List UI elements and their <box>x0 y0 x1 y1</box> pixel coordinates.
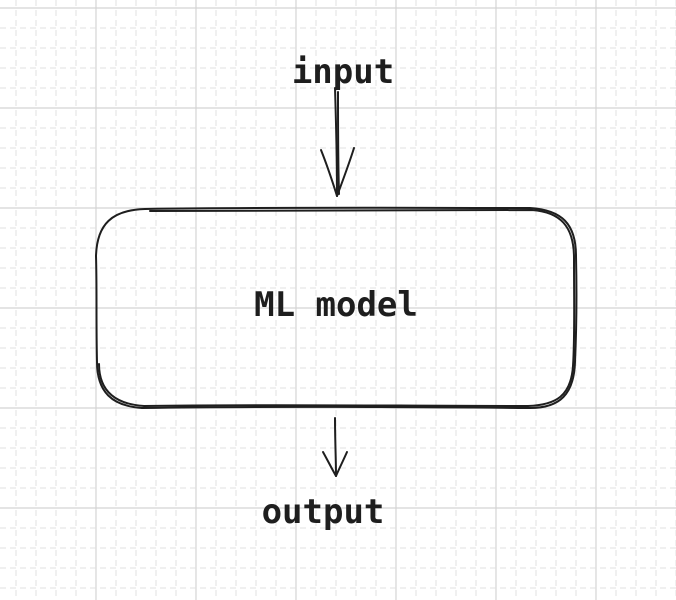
input-arrow[interactable] <box>320 87 355 197</box>
input-arrow-shaft <box>334 87 338 197</box>
output-arrow[interactable] <box>322 417 348 477</box>
input-arrow-head-left <box>320 149 338 197</box>
output-arrow-head-left <box>322 451 337 477</box>
input-arrow-shaft-sketch <box>337 91 340 195</box>
output-arrow-shaft <box>334 417 337 477</box>
ml-model-box-outline-sketch <box>98 209 576 407</box>
output-label[interactable]: output <box>262 492 385 532</box>
input-arrow-head-right <box>336 147 355 197</box>
output-arrow-head-right <box>335 451 348 477</box>
ml-model-label: ML model <box>254 285 418 325</box>
input-label[interactable]: input <box>292 52 394 92</box>
ml-model-box[interactable] <box>95 206 578 409</box>
ml-model-box-outline <box>95 206 578 409</box>
